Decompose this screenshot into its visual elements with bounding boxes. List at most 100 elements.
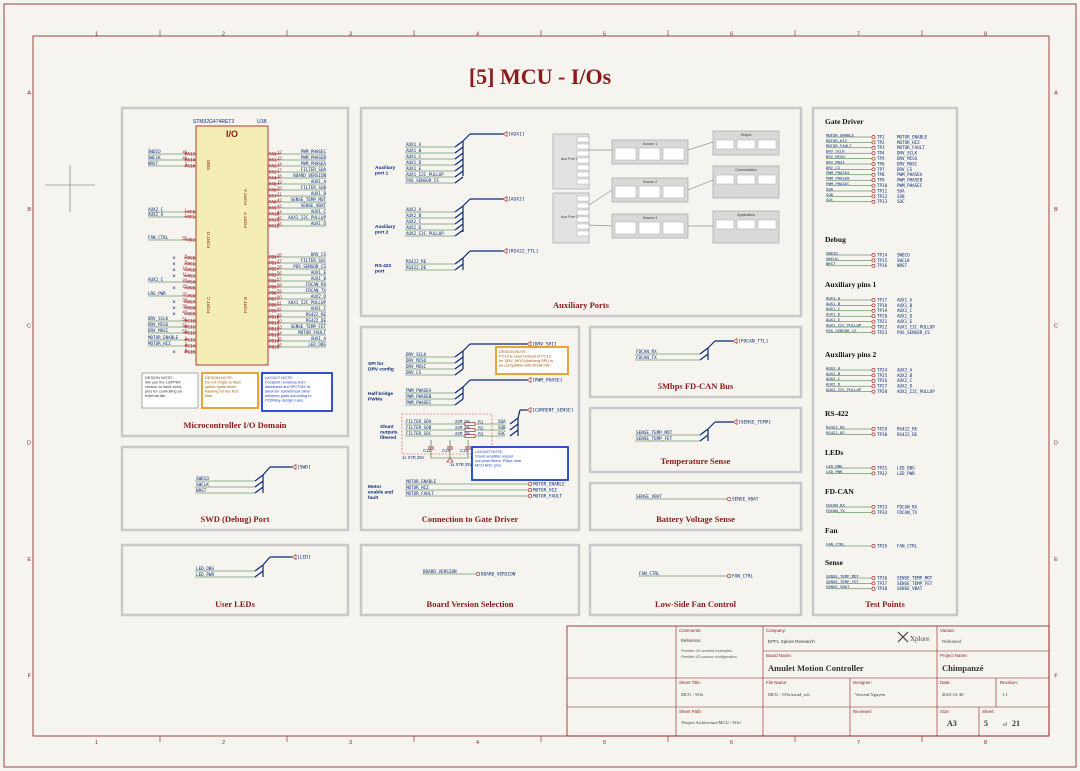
mcu-pin-number: 10	[182, 265, 187, 270]
tp-ref: TP16	[877, 263, 888, 268]
tp-ref: TP4	[877, 151, 885, 156]
text-line: MOTOR_HIZ	[533, 488, 557, 494]
capacitor-ref: C12	[423, 448, 431, 453]
net-label: AUX1_I2C_PULLUP	[406, 172, 444, 177]
text-line: R3	[478, 432, 484, 437]
mcu-pin-number: 56	[277, 270, 282, 275]
tp-value: AUX1_B	[897, 303, 913, 308]
text-line: Aux Port 2	[561, 215, 578, 219]
mcu-pin-number: 9	[185, 259, 188, 264]
bus	[509, 423, 519, 431]
text-line: 57	[277, 276, 282, 281]
text-line: 2	[222, 740, 225, 746]
tp-group-title: LEDs	[825, 448, 843, 457]
tp-ref: TP38	[877, 586, 888, 591]
resistor-value: 22R 1%	[455, 431, 470, 436]
text-line: MOTOR_FAULT	[533, 494, 562, 500]
mcu-pin-number: 30	[277, 318, 282, 323]
text-line: AUX2_I2C_PULLUP	[406, 231, 444, 236]
text-line: for DRV_MOSI (bitbang SPI) to	[499, 358, 553, 363]
diagram-pin	[576, 202, 590, 209]
mcu-pin-name: PC12	[185, 331, 196, 336]
mcu-pin-name: PA2	[269, 164, 277, 169]
text-line: Low-Side Fan Control	[655, 599, 737, 609]
bus	[462, 343, 471, 352]
text-line: FDCAN_TX	[826, 508, 845, 513]
test-point	[871, 510, 876, 515]
text-line: Source 2	[643, 180, 657, 184]
tp-value: AUX1_A	[897, 297, 913, 302]
swd-block-title: SWD (Debug) Port	[201, 514, 270, 524]
text-line: EPFL Xplore Research	[768, 639, 815, 644]
mcu-pin-name: PB0	[269, 255, 277, 260]
tb-comments-label: Comments:	[679, 628, 701, 633]
resistor-ref: R3	[478, 432, 484, 437]
mcu-pin-name: PA10	[269, 212, 280, 217]
text-line: Vincent Nguyen	[855, 692, 886, 697]
text-line: B	[27, 207, 31, 213]
tb-comment: Flexible I/O worked examples	[681, 648, 732, 653]
text-line: 58	[277, 282, 282, 287]
net-label: FILTER_SOC	[406, 431, 432, 436]
tp-value: DRV_MOSI	[897, 161, 918, 166]
no-connect-mark: ×	[172, 306, 176, 312]
mcu-pin-name: PA14	[185, 158, 196, 163]
test-point	[871, 378, 876, 383]
mcu-pin-name: PA4	[269, 176, 277, 181]
tp-value: AUX1_C	[897, 308, 913, 313]
tp-value: AUX1_E	[897, 319, 913, 324]
mcu-right-net: AUX1_A	[311, 179, 327, 184]
text-line: TP25	[877, 373, 888, 378]
text-line: AUX2_I2C_PULLUP	[826, 387, 862, 392]
text-line: DRV_SCLK	[826, 149, 845, 154]
net-label: MOTOR_ENABLE	[533, 482, 565, 488]
text-line: RS422_DE	[406, 265, 427, 270]
tp-net: AUX2_I2C_PULLUP	[826, 387, 862, 392]
diagram-cell	[662, 185, 685, 199]
mcu-right-net: PWM_PHASEB	[301, 155, 327, 160]
bus	[454, 158, 464, 166]
tp-ref: TP24	[877, 367, 888, 372]
net-label: DRV_CS	[406, 370, 422, 375]
resistor-value: 22R 1%	[455, 425, 470, 430]
text-line: SWD (Debug) Port	[201, 514, 270, 524]
tp-ref: TP15	[877, 258, 888, 263]
text-line: Board Name:	[766, 653, 792, 658]
text-line: PA6	[269, 188, 277, 193]
hier-label: [CURRENT_SENSE]	[532, 408, 574, 414]
text-line: DRV_CS	[897, 167, 913, 172]
text-line: Amulet Motion Controller	[768, 663, 864, 673]
text-line: 33	[277, 324, 282, 329]
text-line: PWM_PHASEA	[826, 170, 850, 175]
tb-label: Variant:	[940, 628, 955, 633]
mcu-pin-number: 20	[277, 185, 282, 190]
text-line: DRV_MISO	[406, 358, 427, 363]
bus	[707, 340, 716, 349]
net-label: AUX2_I2C_PULLUP	[406, 231, 444, 236]
tp-value: SOA	[897, 188, 905, 193]
text-line: 21	[1012, 719, 1020, 728]
test-point	[871, 183, 876, 188]
bus	[254, 486, 264, 494]
text-line: Auxiliary	[375, 165, 396, 171]
tp-ref: TP23	[877, 330, 888, 335]
text-line: PC13	[185, 338, 196, 343]
text-line: 22R 1%	[455, 431, 470, 436]
text-line: AUX1_B	[311, 276, 327, 281]
text-line: Revision:	[1000, 680, 1018, 685]
mcu-pin-name: PC15	[185, 350, 196, 355]
test-point	[871, 384, 876, 389]
tp-value: FAN_CTRL	[897, 543, 918, 548]
text-line: AUX1_I2C_PULLUP	[897, 324, 935, 329]
tp-value: AUX2_B	[897, 373, 913, 378]
text-line: SENSE_TEMP_MOT	[897, 575, 933, 580]
text-line: [AUX1]	[508, 132, 525, 138]
mcu-right-net: FILTER_SOA	[301, 167, 327, 172]
mcu-pin-name: PC5	[187, 286, 195, 291]
mcu-right-net: FDCAN_RX	[306, 282, 327, 287]
text-line: 1x X7R 25V	[402, 455, 425, 460]
text-line: PWM_PHASEC	[897, 183, 923, 188]
net-label: AUX2_A	[406, 207, 422, 212]
mcu-right-net: SENSE_TEMP_FET	[291, 324, 327, 329]
